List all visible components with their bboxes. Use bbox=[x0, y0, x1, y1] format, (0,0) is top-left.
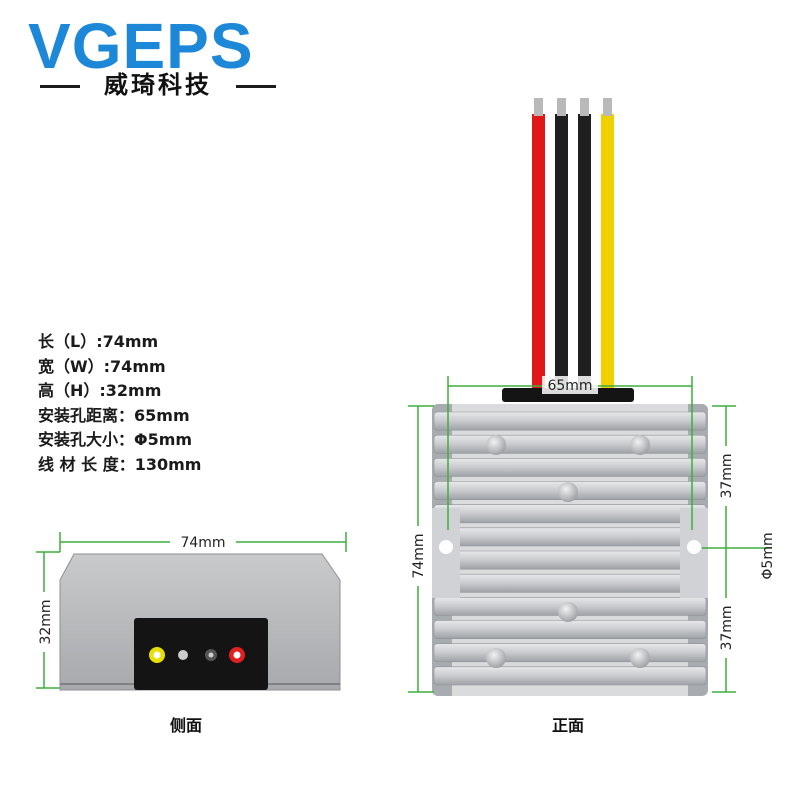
heatsink-fin bbox=[433, 666, 707, 686]
hole-size-label: Φ5mm bbox=[760, 532, 776, 579]
subtitle-rule-left bbox=[40, 85, 80, 88]
screw-top-left bbox=[486, 435, 506, 455]
side-width-label: 74mm bbox=[180, 535, 225, 551]
spec-hole-distance: 安装孔距离：65mm bbox=[38, 405, 190, 425]
wire-bundle bbox=[532, 98, 614, 392]
spec-hole-size: 安装孔大小：Φ5mm bbox=[38, 430, 193, 450]
screw-bottom-right bbox=[630, 648, 650, 668]
mounting-hole-left bbox=[439, 540, 453, 554]
front-view-caption: 正面 bbox=[552, 716, 585, 735]
terminal-grey bbox=[178, 650, 188, 660]
front-height-label: 74mm bbox=[411, 533, 427, 578]
wire-red bbox=[532, 114, 545, 392]
screw-top-right bbox=[630, 435, 650, 455]
hole-distance-label: 65mm bbox=[547, 378, 592, 394]
spec-list: 长（L）:74mm 宽（W）:74mm 高（H）:32mm 安装孔距离：65mm… bbox=[38, 330, 201, 478]
upper-half-label: 37mm bbox=[719, 453, 735, 498]
mounting-hole-right bbox=[687, 540, 701, 554]
side-view-caption: 侧面 bbox=[170, 716, 203, 735]
wire-yellow bbox=[601, 114, 614, 392]
half-height-dimensions: 37mm 37mm Φ5mm bbox=[702, 405, 776, 693]
screw-bottom-left bbox=[486, 648, 506, 668]
screw-upper-center bbox=[558, 482, 578, 502]
subtitle-rule-right bbox=[236, 85, 276, 88]
lower-half-label: 37mm bbox=[719, 605, 735, 650]
terminal-block bbox=[134, 618, 268, 690]
front-view-drawing: 65mm 74mm 37mm 37mm Φ5mm bbox=[408, 98, 776, 696]
side-width-dimension: 74mm bbox=[59, 532, 347, 552]
wire-black-2 bbox=[578, 114, 591, 392]
side-height-label: 32mm bbox=[38, 599, 54, 644]
heatsink-fin bbox=[433, 527, 707, 547]
wire-grommet bbox=[502, 388, 634, 402]
spec-height: 高（H）:32mm bbox=[38, 381, 162, 401]
heatsink-fin bbox=[433, 643, 707, 663]
side-height-dimension: 32mm bbox=[34, 551, 60, 689]
brand-subtitle: 威琦科技 bbox=[40, 70, 276, 100]
heatsink-fin bbox=[433, 573, 707, 593]
brand-logo: VGEPS bbox=[28, 10, 254, 82]
heatsink-fin bbox=[433, 504, 707, 524]
front-height-dimension: 74mm bbox=[408, 405, 434, 693]
side-view-drawing: 74mm 32mm bbox=[34, 532, 347, 691]
screw-lower-center bbox=[558, 602, 578, 622]
heatsink-fin bbox=[433, 550, 707, 570]
front-housing bbox=[432, 404, 708, 696]
brand-subtitle-text: 威琦科技 bbox=[104, 71, 212, 99]
heatsink-fin bbox=[433, 620, 707, 639]
heatsink-fin bbox=[433, 434, 707, 454]
hole-distance-dimension: 65mm bbox=[447, 376, 693, 530]
heatsink-fin bbox=[433, 411, 707, 431]
wire-black-1 bbox=[555, 114, 568, 392]
heatsink-fin bbox=[433, 458, 707, 477]
spec-wire-length: 线 材 长 度：130mm bbox=[38, 454, 202, 474]
spec-width: 宽（W）:74mm bbox=[38, 356, 166, 376]
spec-length: 长（L）:74mm bbox=[38, 332, 159, 351]
